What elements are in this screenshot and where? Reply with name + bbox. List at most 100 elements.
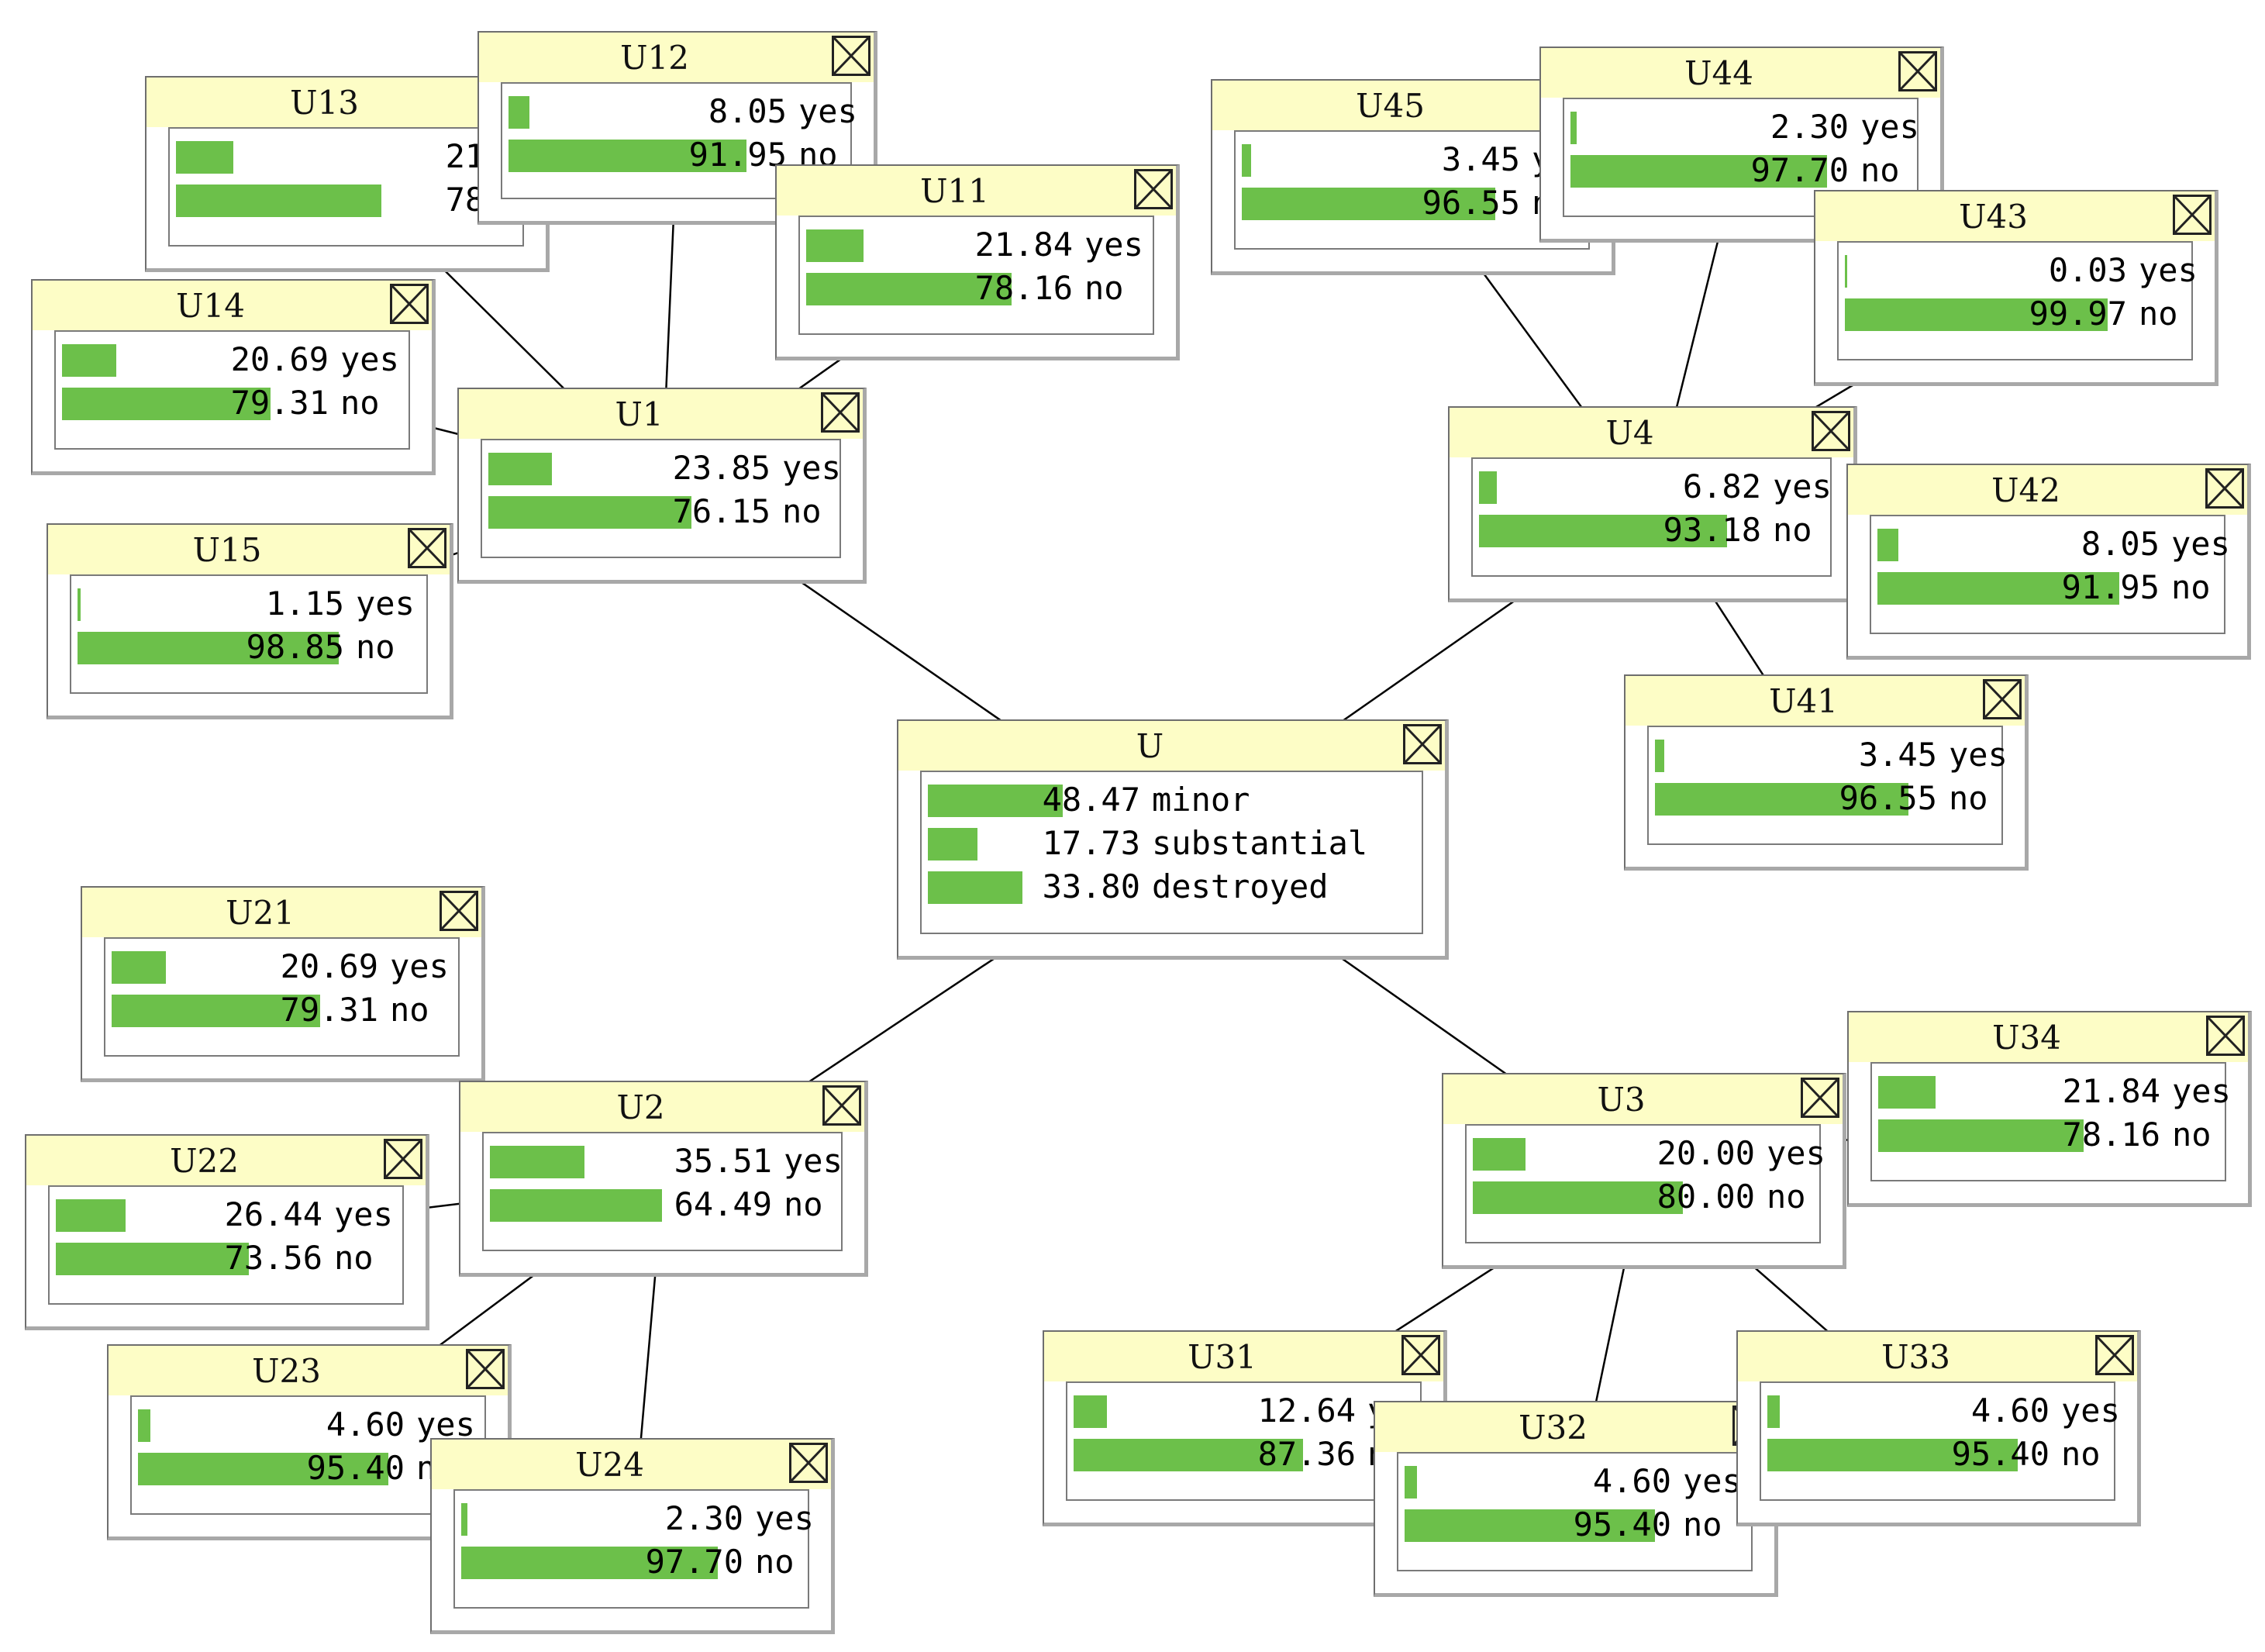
- close-box-icon[interactable]: [2095, 1335, 2134, 1375]
- state-probability: 48.47: [1042, 781, 1140, 819]
- node-title: U: [1136, 727, 1164, 765]
- close-box-icon[interactable]: [440, 891, 478, 931]
- close-box-icon[interactable]: [1401, 1335, 1440, 1375]
- node-titlebar[interactable]: U14: [33, 281, 432, 330]
- node-titlebar[interactable]: U31: [1044, 1332, 1443, 1381]
- probability-bar: [1074, 1439, 1303, 1471]
- close-box-icon[interactable]: [466, 1349, 505, 1389]
- node-title: U14: [176, 287, 245, 325]
- close-box-icon[interactable]: [1403, 724, 1442, 764]
- node-titlebar[interactable]: U11: [777, 166, 1176, 216]
- node-titlebar[interactable]: U4: [1450, 408, 1853, 457]
- close-box-icon[interactable]: [384, 1139, 422, 1179]
- node-titlebar[interactable]: U23: [109, 1346, 508, 1395]
- close-box-icon[interactable]: [1812, 411, 1850, 451]
- probability-bar: [490, 1189, 662, 1222]
- close-box-icon[interactable]: [822, 1085, 861, 1126]
- node-titlebar[interactable]: U24: [432, 1440, 831, 1489]
- close-box-icon[interactable]: [1801, 1078, 1839, 1118]
- probability-bar: [1074, 1395, 1107, 1428]
- node-title: U2: [616, 1088, 665, 1126]
- probability-bar: [56, 1243, 249, 1275]
- node-titlebar[interactable]: U1: [459, 389, 863, 439]
- state-label: no: [1773, 511, 1812, 549]
- close-box-icon[interactable]: [1983, 679, 2022, 719]
- node-titlebar[interactable]: U: [898, 721, 1445, 771]
- probability-bar: [1405, 1466, 1417, 1499]
- node-titlebar[interactable]: U44: [1541, 48, 1940, 98]
- node-title: U45: [1356, 87, 1425, 125]
- close-box-icon[interactable]: [821, 392, 860, 433]
- close-box-icon[interactable]: [2173, 195, 2212, 235]
- node-title: U3: [1597, 1081, 1646, 1119]
- node-titlebar[interactable]: U2: [460, 1082, 864, 1132]
- state-label: destroyed: [1152, 867, 1329, 905]
- state-probability: 87.36: [1257, 1435, 1356, 1473]
- node-titlebar[interactable]: U34: [1849, 1012, 2248, 1062]
- node-titlebar[interactable]: U33: [1738, 1332, 2137, 1381]
- node-titlebar[interactable]: U42: [1848, 465, 2247, 515]
- probability-bar: [1767, 1395, 1780, 1428]
- node-titlebar[interactable]: U32: [1375, 1402, 1774, 1452]
- close-box-icon[interactable]: [408, 528, 446, 568]
- state-label: no: [1860, 151, 1900, 189]
- node-titlebar[interactable]: U21: [82, 888, 481, 937]
- close-box-icon[interactable]: [2206, 1016, 2245, 1056]
- node-titlebar[interactable]: U15: [48, 525, 450, 574]
- state-probability: 2.30: [664, 1499, 743, 1537]
- node-titlebar[interactable]: U41: [1625, 676, 2025, 726]
- close-box-icon[interactable]: [1134, 169, 1173, 209]
- probability-bar: [1878, 1076, 1936, 1109]
- probability-bar: [509, 140, 746, 172]
- node-titlebar[interactable]: U22: [26, 1136, 426, 1185]
- probability-bar: [509, 96, 529, 129]
- node-titlebar[interactable]: U12: [479, 33, 874, 82]
- node-title: U11: [920, 172, 989, 210]
- close-box-icon[interactable]: [789, 1443, 828, 1483]
- state-label: minor: [1152, 781, 1250, 819]
- state-label: no: [784, 1185, 823, 1223]
- close-box-icon[interactable]: [1898, 51, 1937, 91]
- close-box-icon[interactable]: [2205, 468, 2244, 509]
- probability-bar: [806, 273, 1012, 305]
- close-box-icon[interactable]: [832, 36, 870, 76]
- state-probability: 98.85: [246, 628, 344, 666]
- node-titlebar[interactable]: U43: [1815, 191, 2215, 241]
- node-titlebar[interactable]: U3: [1443, 1074, 1843, 1124]
- state-probability: 20.69: [280, 947, 378, 985]
- close-box-icon[interactable]: [390, 284, 429, 324]
- state-row-no: 87.36no: [1067, 1433, 1420, 1476]
- state-probability: 4.60: [1592, 1462, 1671, 1500]
- state-probability: 4.60: [1970, 1392, 2050, 1430]
